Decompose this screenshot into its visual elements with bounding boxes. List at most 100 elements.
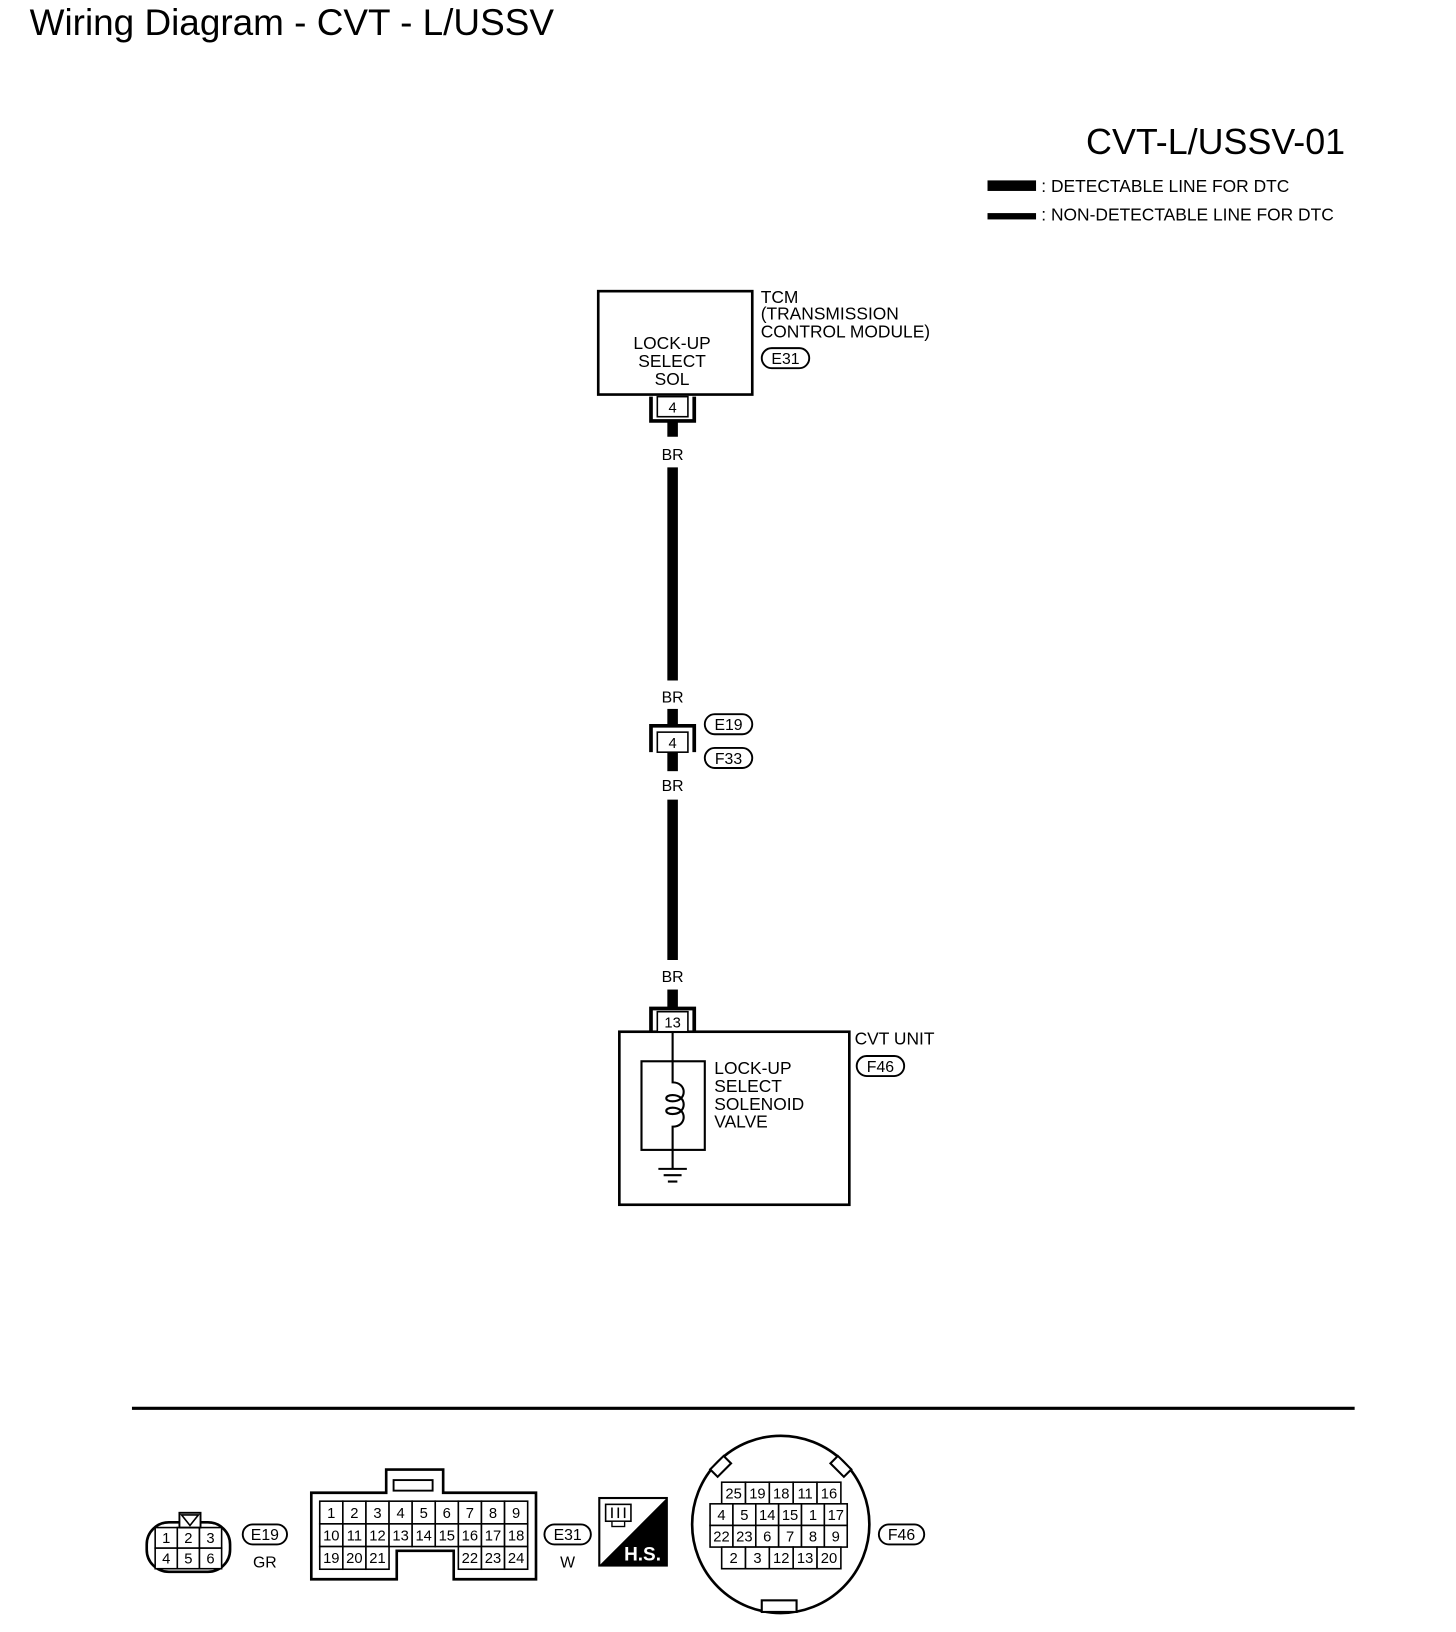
tcm-box [596,289,754,396]
f46-pin-cell: 7 [777,1524,803,1548]
f46-pin-number: 14 [759,1508,775,1524]
f46-pin-number: 6 [763,1530,771,1546]
e19-pin-cell: 1 [154,1526,179,1549]
e31-pin-cell: 3 [365,1500,390,1525]
legend-non-detectable-label: : NON-DETECTABLE LINE FOR DTC [1041,204,1333,224]
cvt-unit: 13 CVT UNIT F46 LOCK-UP SELECT SOLENOID … [618,1006,935,1207]
f46-pin-cell: 9 [823,1524,849,1548]
tcm-connector-pin: 4 [649,395,697,423]
e31-pin-number: 6 [443,1506,451,1522]
e31-pin-number: 5 [420,1506,428,1522]
e31-pin-cell: 8 [480,1500,506,1525]
e31-pin-number: 9 [512,1506,520,1522]
cvt-connector-badge [855,1055,906,1077]
f46-pin-number: 12 [773,1551,789,1567]
valve-label-line-2: SELECT [714,1076,782,1096]
e31-pin-cell: 12 [365,1523,390,1548]
tcm-connector-code: E31 [771,351,799,368]
joint-connector: 4 E19 F33 [649,713,754,769]
wire-color-label: BR [662,969,684,986]
e31-pin-cell: 17 [480,1523,506,1548]
e31-pin-cell: 4 [388,1500,413,1525]
e31-pin-number: 3 [373,1506,381,1522]
f46-pin-cell: 2 [720,1546,747,1570]
e31-pin-number: 21 [369,1551,385,1567]
e31-pin-cell: 19 [318,1545,344,1571]
e31-pin-cell: 24 [503,1545,529,1571]
wire-color-label: BR [662,778,684,795]
e19-pin-number: 6 [206,1552,214,1568]
f46-pin-number: 4 [717,1508,725,1524]
f46-pin-cell: 8 [800,1524,826,1548]
legend-detectable-label: : DETECTABLE LINE FOR DTC [1041,176,1289,196]
cvt-connector-pin: 13 [649,1006,697,1033]
e31-pin-cell: 22 [457,1545,483,1571]
cvt-connector-code: F46 [867,1059,894,1076]
joint-connector-code-f33: F33 [715,751,742,768]
e31-pin-number: 13 [392,1528,408,1544]
e31-pin-cell: 6 [434,1500,460,1525]
tcm-box-line-1: LOCK-UP [633,333,710,353]
e19-pin-cell: 5 [176,1547,201,1570]
f46-pin-number: 1 [809,1508,817,1524]
e19-pin-cell: 2 [176,1526,201,1549]
joint-connector-bracket [649,723,697,753]
e19-pin-number: 5 [184,1552,192,1568]
e19-pin-number: 2 [184,1531,192,1547]
e19-pin-number: 4 [162,1552,170,1568]
joint-connector-code-e19: E19 [714,717,742,734]
f46-pin-cell: 17 [823,1503,849,1527]
f46-pin-number: 19 [749,1486,765,1502]
e31-pin-cell: 11 [342,1523,367,1548]
f46-pin-number: 7 [786,1530,794,1546]
e31-pin-number: 18 [508,1528,524,1544]
e31-pin-number: 1 [327,1506,335,1522]
cvt-unit-box [618,1030,851,1207]
e31-pin-cell: 20 [342,1545,367,1571]
f46-pin-cell: 19 [744,1481,771,1505]
f46-pin-number: 17 [828,1508,844,1524]
e31-pin-cell: 23 [480,1545,506,1571]
f46-pin-number: 5 [740,1508,748,1524]
e31-pin-cell: 10 [318,1523,344,1548]
e31-color-code: W [560,1555,575,1572]
f46-pin-number: 13 [797,1551,813,1567]
e31-pin-cell: 15 [434,1523,460,1548]
e31-pin-number: 24 [508,1551,524,1567]
e31-connector-code: E31 [554,1527,582,1544]
f46-pin-number: 11 [797,1486,812,1502]
e31-pin-number: 4 [396,1506,404,1522]
e19-connector-code: E19 [251,1527,279,1544]
f46-pin-number: 15 [782,1508,798,1524]
f46-pin-cell: 20 [816,1546,842,1570]
connector-glyph-tab [611,1520,626,1528]
f46-pin-number: 2 [729,1551,737,1567]
cvt-pin-box [656,1010,689,1033]
e31-pin-cell: 2 [342,1500,367,1525]
harness-wire: BR BR 4 E19 F33 BR BR [649,420,754,1009]
diagram-id: CVT-L/USSV-01 [1086,122,1345,162]
joint-connector-badge-f33 [703,747,754,769]
wire-color-label: BR [662,447,684,464]
e31-pin-cell: 13 [388,1523,413,1548]
e31-pin-number: 12 [369,1528,385,1544]
tcm-label-line-2: (TRANSMISSION [761,304,899,324]
f46-pin-number: 9 [832,1530,840,1546]
tcm-box-line-3: SOL [655,369,690,389]
f46-pin-cell: 1 [800,1503,826,1527]
wire-color-label: BR [662,690,684,707]
cvt-unit-label: CVT UNIT [855,1028,935,1048]
e19-keyway-triangle [179,1514,201,1527]
e31-pin-cell: 16 [457,1523,483,1548]
tcm-pin-number: 4 [669,400,677,416]
tcm-label-line-3: CONTROL MODULE) [761,322,930,342]
e31-pin-number: 17 [485,1528,501,1544]
e31-latch-slot [392,1479,434,1492]
e31-pin-cell: 9 [503,1500,529,1525]
f46-pin-cell: 5 [732,1503,757,1527]
e19-pin-cell: 6 [198,1547,223,1570]
